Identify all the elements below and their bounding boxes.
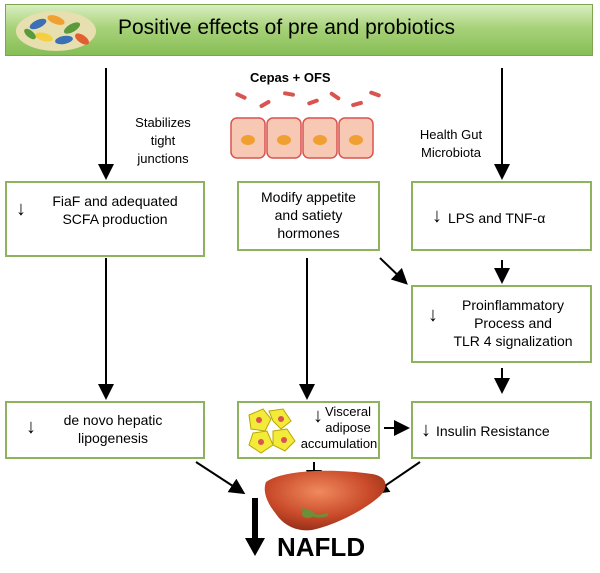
down-arrow-icon: ↓	[432, 205, 442, 227]
down-arrow-icon: ↓	[313, 405, 323, 427]
box-insulin	[411, 401, 592, 459]
down-arrow-icon: ↓	[16, 198, 26, 220]
down-arrow-icon: ↓	[421, 419, 431, 441]
box-lps	[411, 181, 592, 251]
gut-epithelium-icon	[230, 90, 381, 159]
box-insulin-text: Insulin Resistance	[436, 423, 550, 439]
box-proinflammatory	[411, 285, 592, 363]
outcome-label: NAFLD	[277, 532, 366, 562]
note-cepas: Cepas + OFS	[250, 70, 331, 85]
down-arrow-icon: ↓	[26, 416, 36, 438]
box-visceral-text: Visceral adipose accumulation	[300, 404, 378, 451]
box-lipogenesis	[5, 401, 205, 459]
down-arrow-icon: ↓	[428, 304, 438, 326]
box-appetite	[237, 181, 380, 251]
probiotic-pills-icon	[16, 11, 96, 51]
adipocytes-icon	[248, 408, 296, 454]
title-banner	[5, 4, 593, 56]
box-lps-text: LPS and TNF-α	[448, 210, 546, 226]
box-fiaf-scfa	[5, 181, 205, 257]
page-title: Positive effects of pre and probiotics	[118, 16, 455, 39]
liver-icon	[264, 470, 386, 531]
